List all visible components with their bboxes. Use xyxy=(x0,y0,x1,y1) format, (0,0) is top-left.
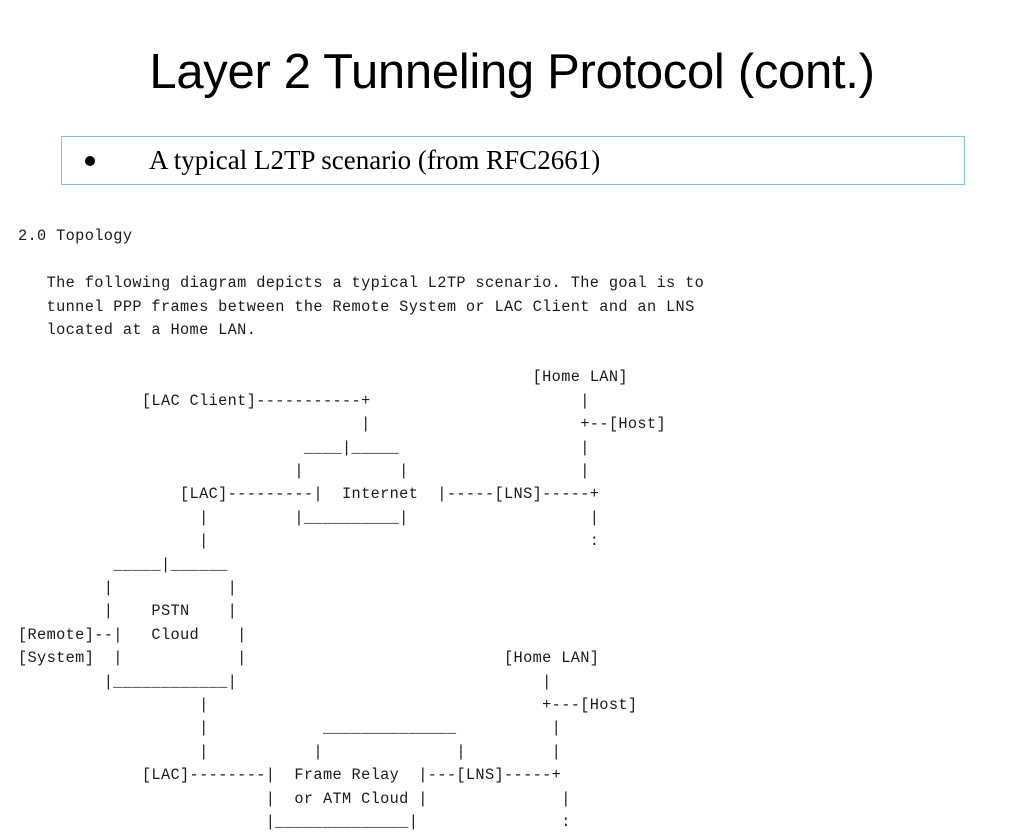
page-title: Layer 2 Tunneling Protocol (cont.) xyxy=(149,45,875,99)
bullet-item-label: A typical L2TP scenario (from RFC2661) xyxy=(149,145,601,175)
bullet-dot-icon xyxy=(85,155,95,166)
ascii-topology-diagram: [Home LAN] [LAC Client]-----------+ | | … xyxy=(18,368,667,832)
bullet-text-box: A typical L2TP scenario (from RFC2661) xyxy=(61,136,965,185)
rfc-paragraph: The following diagram depicts a typical … xyxy=(46,274,705,340)
rfc-section-heading: 2.0 Topology xyxy=(18,227,133,246)
